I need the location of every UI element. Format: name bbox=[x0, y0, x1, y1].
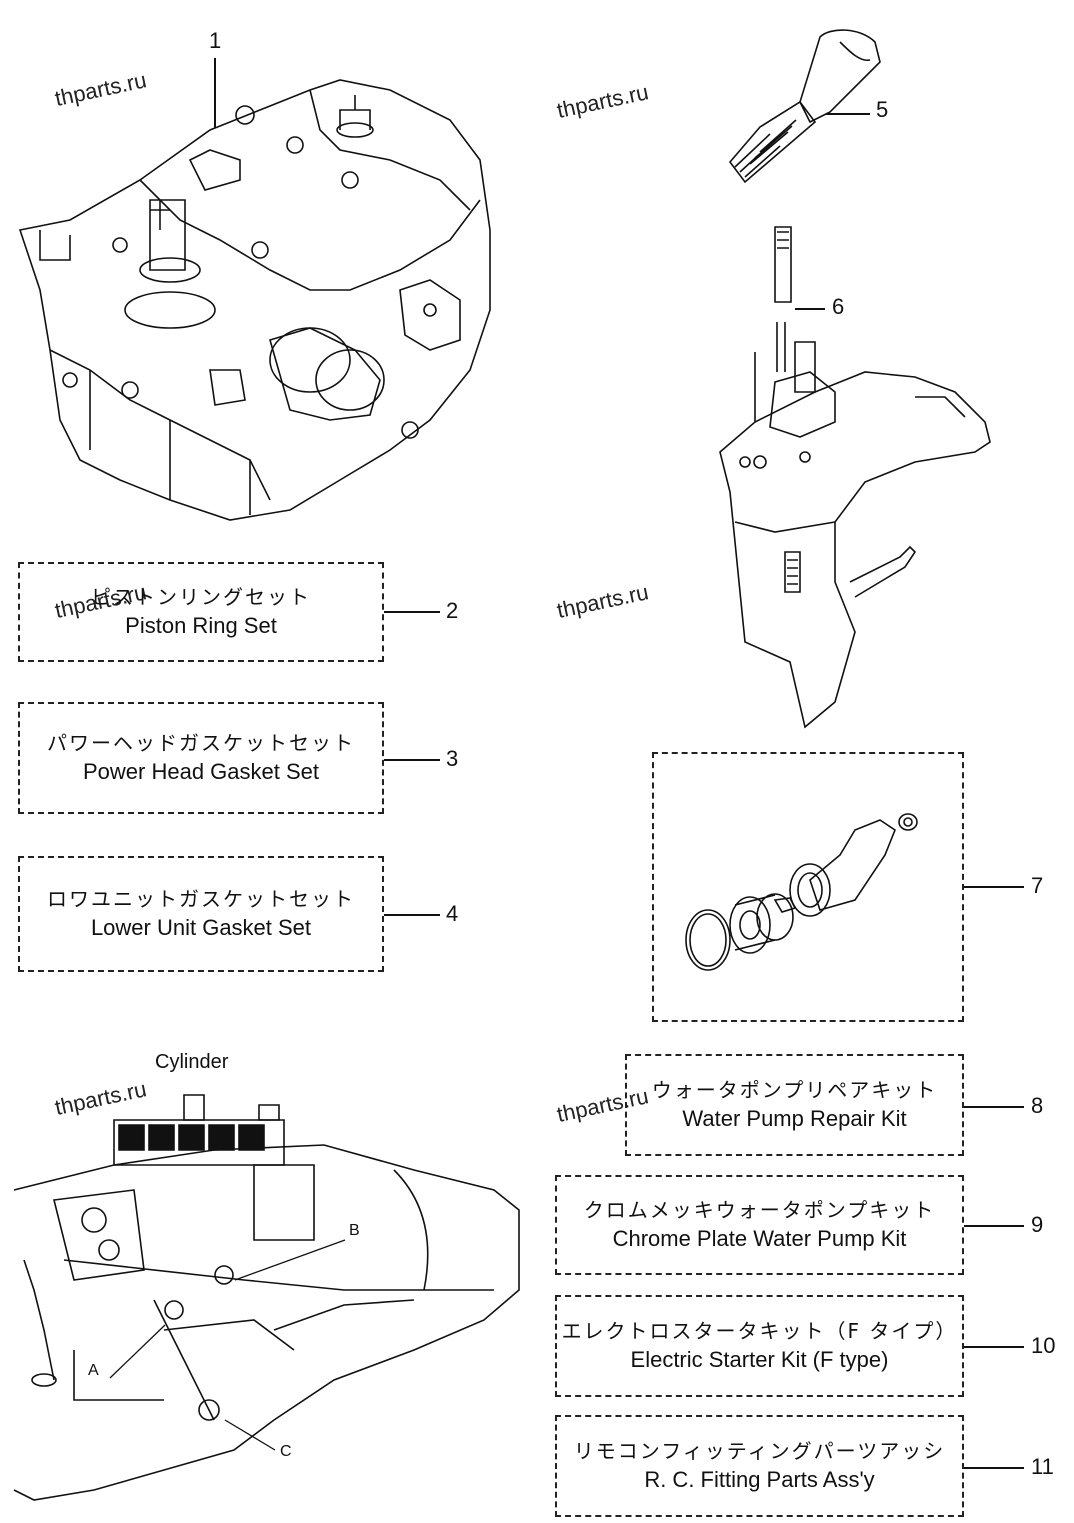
chrome-plate-water-pump-kit-label: Chrome Plate Water Pump Kit bbox=[612, 1226, 907, 1251]
water-pump-repair-kit-label: Water Pump Repair Kit bbox=[682, 1106, 907, 1131]
item-number-11: 11 bbox=[1031, 1454, 1054, 1479]
lower-unit-gasket-set-label: Lower Unit Gasket Set bbox=[90, 915, 312, 940]
leader-line-8 bbox=[964, 1106, 1024, 1108]
rc-fitting-parts-label: R. C. Fitting Parts Ass'y bbox=[644, 1467, 875, 1492]
item-number-8: 8 bbox=[1031, 1093, 1044, 1118]
cylinder-illustration bbox=[14, 1090, 524, 1515]
item-number-3: 3 bbox=[446, 746, 459, 771]
chrome-plate-water-pump-kit-jp: クロムメッキウォータポンプキット bbox=[583, 1198, 936, 1222]
point-a-label: A bbox=[88, 1362, 99, 1379]
electric-starter-kit-jp: エレクトロスタータキット（F タイプ） bbox=[561, 1319, 958, 1343]
leader-line-2 bbox=[384, 611, 440, 613]
leader-line-9 bbox=[964, 1225, 1024, 1227]
point-c-label: C bbox=[280, 1443, 292, 1460]
chrome-plate-water-pump-kit-box: クロムメッキウォータポンプキット Chrome Plate Water Pump… bbox=[555, 1175, 964, 1275]
leader-line-6 bbox=[795, 308, 825, 310]
item-number-5: 5 bbox=[876, 97, 889, 122]
piston-ring-set-box: ピストンリングセット Piston Ring Set bbox=[18, 562, 384, 662]
item-number-7: 7 bbox=[1031, 873, 1044, 898]
leader-line-10 bbox=[964, 1346, 1024, 1348]
item-number-6: 6 bbox=[832, 294, 845, 319]
piston-ring-set-jp: ピストンリングセット bbox=[91, 585, 311, 609]
lower-unit-gasket-set-jp: ロワユニットガスケットセット bbox=[47, 887, 355, 911]
leader-line-7 bbox=[964, 886, 1024, 888]
power-head-gasket-set-box: パワーヘッドガスケットセット Power Head Gasket Set bbox=[18, 702, 384, 814]
power-head-illustration bbox=[10, 70, 500, 530]
power-head-gasket-set-label: Power Head Gasket Set bbox=[82, 759, 319, 784]
electric-starter-kit-box: エレクトロスタータキット（F タイプ） Electric Starter Kit… bbox=[555, 1295, 964, 1397]
item-number-4: 4 bbox=[446, 901, 459, 926]
point-b-label: B bbox=[349, 1222, 360, 1239]
rc-fitting-parts-box: リモコンフィッティングパーツアッシ R. C. Fitting Parts As… bbox=[555, 1415, 964, 1517]
cylinder-title: Cylinder bbox=[155, 1051, 229, 1073]
water-pump-box bbox=[652, 752, 964, 1022]
water-pump-illustration bbox=[680, 800, 930, 980]
electric-starter-kit-label: Electric Starter Kit (F type) bbox=[630, 1347, 889, 1372]
rc-fitting-parts-jp: リモコンフィッティングパーツアッシ bbox=[573, 1439, 946, 1463]
piston-ring-set-label: Piston Ring Set bbox=[125, 613, 277, 638]
leader-line-1 bbox=[210, 58, 220, 128]
item-number-9: 9 bbox=[1031, 1212, 1044, 1237]
item-number-2: 2 bbox=[446, 598, 459, 623]
leader-line-11 bbox=[964, 1467, 1024, 1469]
lower-unit-gasket-set-box: ロワユニットガスケットセット Lower Unit Gasket Set bbox=[18, 856, 384, 972]
item-number-1: 1 bbox=[209, 28, 222, 53]
lower-unit-illustration bbox=[715, 222, 1005, 732]
leader-line-4 bbox=[384, 914, 440, 916]
leader-line-3 bbox=[384, 759, 440, 761]
leader-line-5 bbox=[826, 113, 870, 115]
water-pump-repair-kit-box: ウォータポンプリペアキット Water Pump Repair Kit bbox=[625, 1054, 964, 1156]
shift-lever-illustration bbox=[720, 22, 900, 192]
power-head-gasket-set-jp: パワーヘッドガスケットセット bbox=[47, 731, 355, 755]
item-number-10: 10 bbox=[1031, 1333, 1056, 1358]
water-pump-repair-kit-jp: ウォータポンプリペアキット bbox=[651, 1078, 938, 1102]
